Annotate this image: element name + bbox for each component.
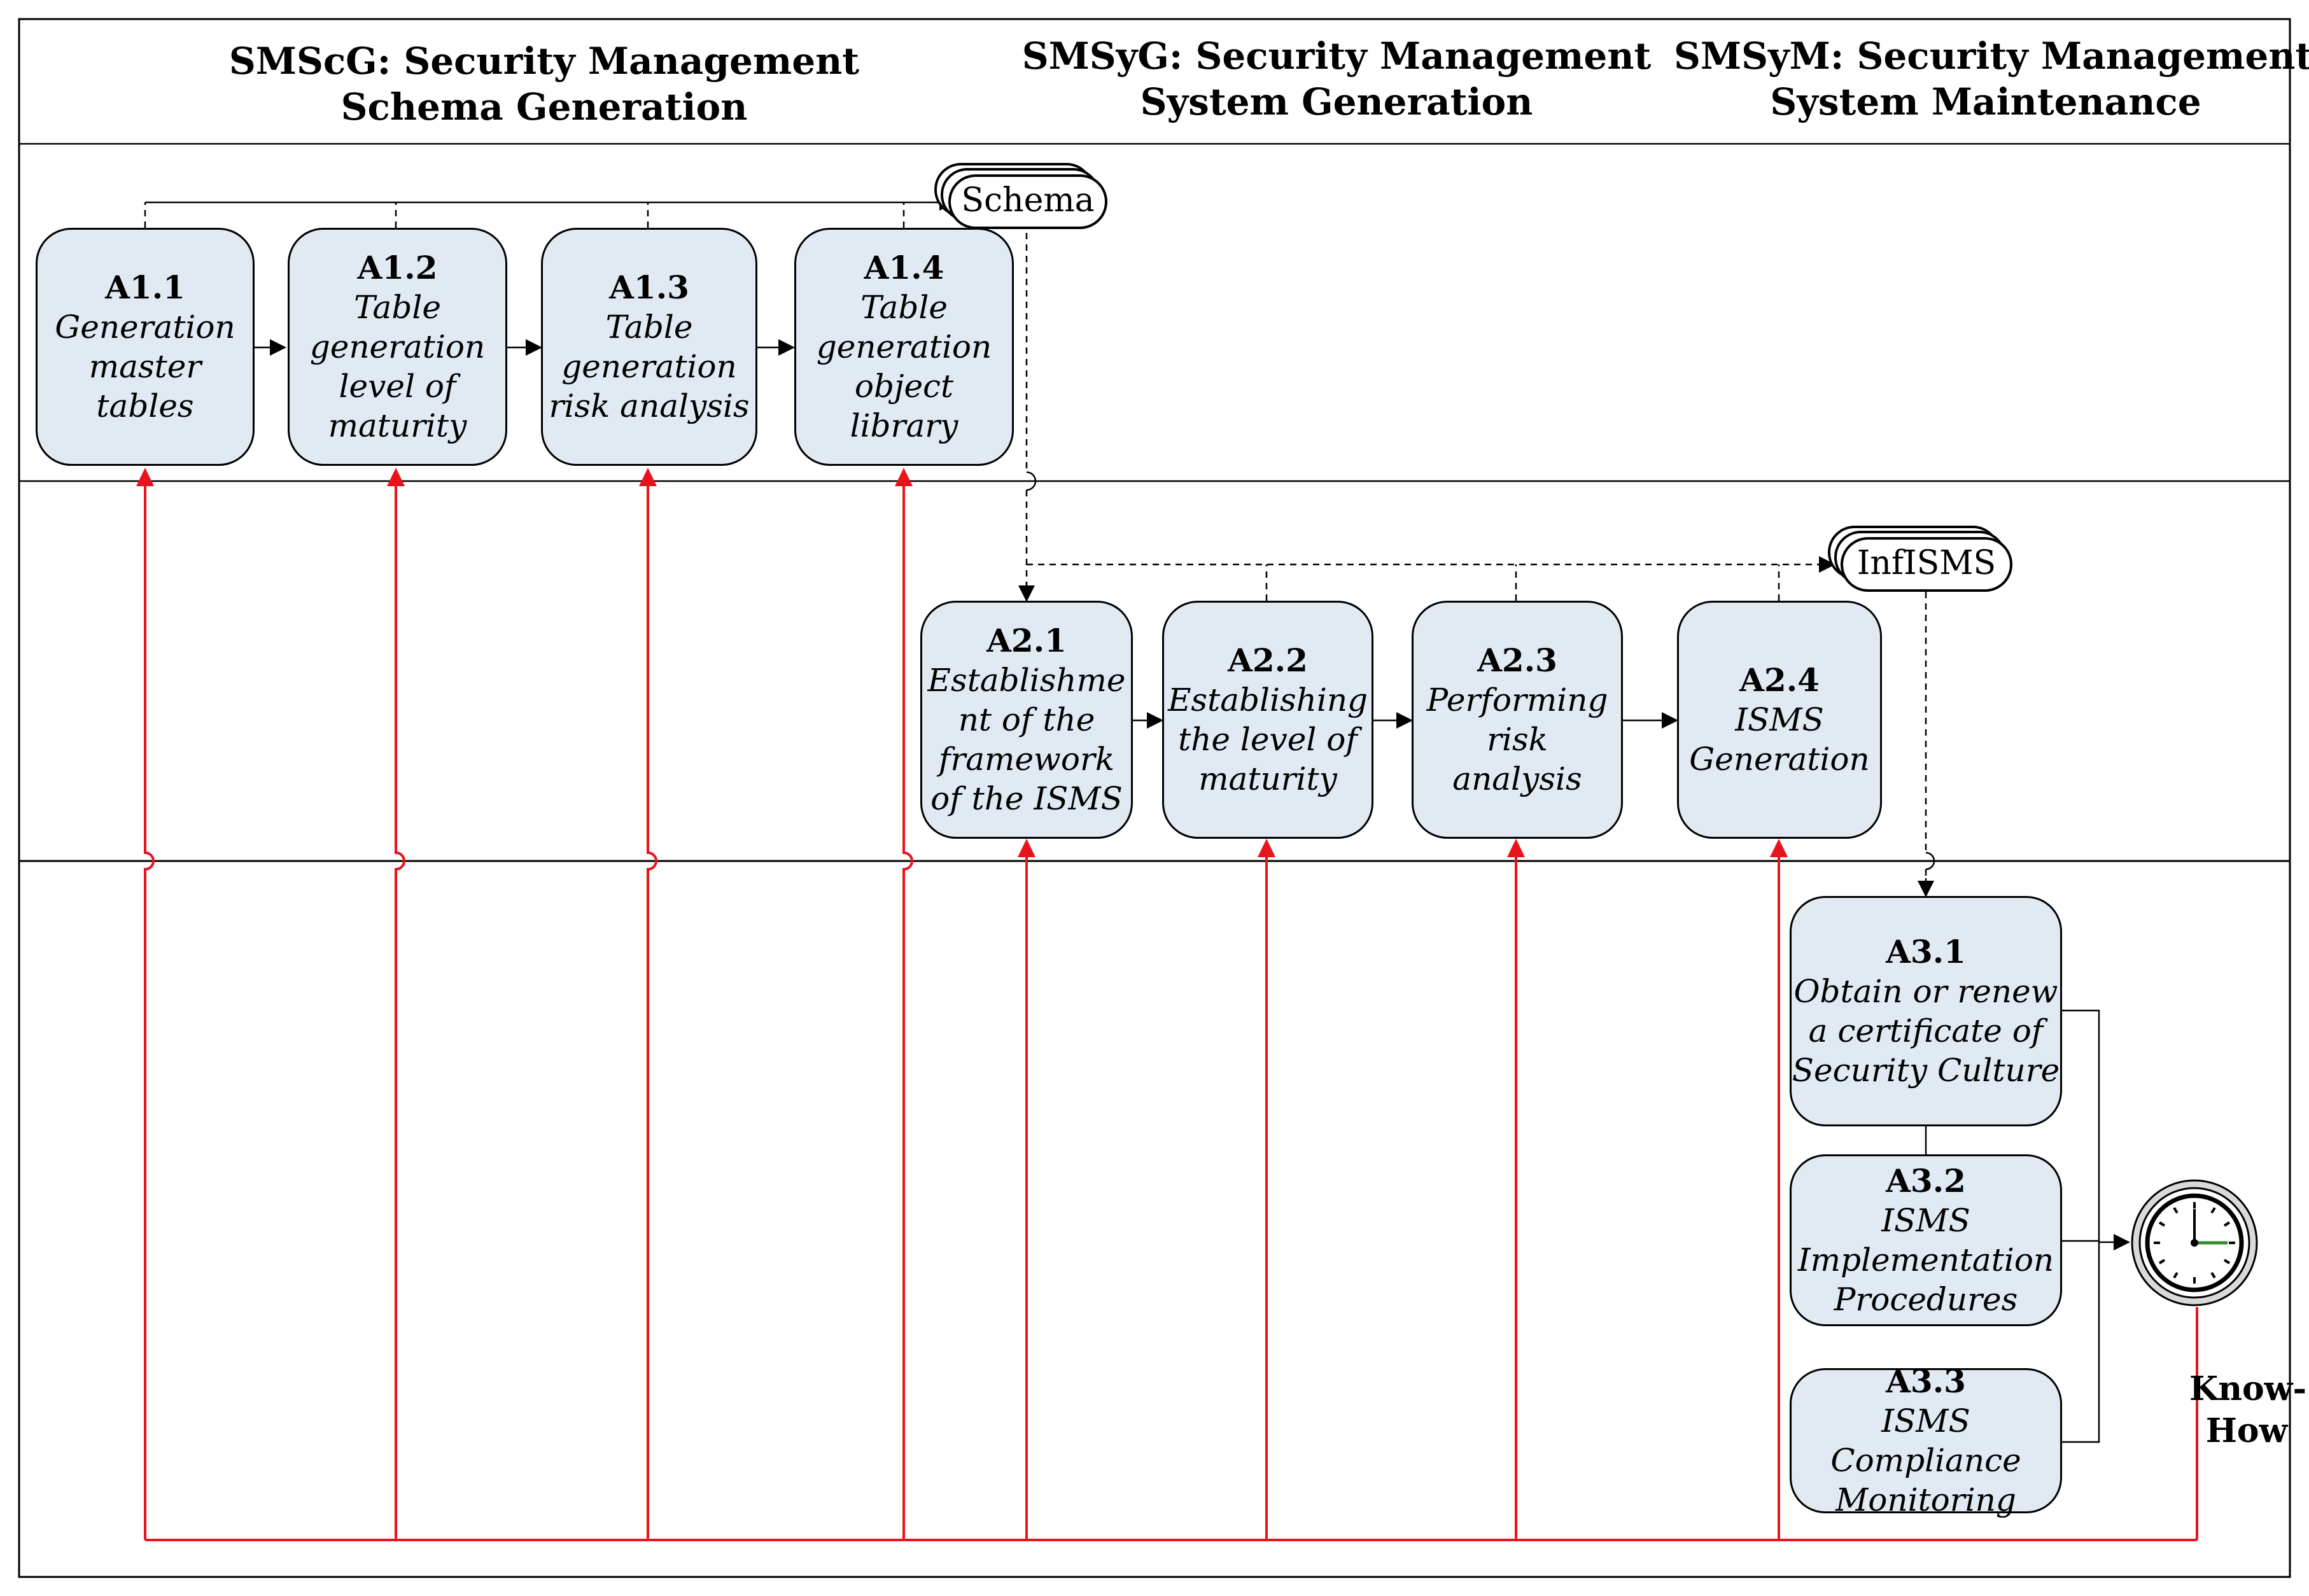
activity-a1-1-line: tables (96, 388, 194, 424)
diagram-frame (18, 18, 2291, 1578)
activity-a1-1[interactable]: A1.1 Generation master tables (36, 228, 255, 466)
activity-a3-1[interactable]: A3.1 Obtain or renew a certificate of Se… (1790, 896, 2062, 1126)
lane-header-smsym-line1: SMSyM: Security Management (1674, 34, 2309, 78)
activity-a2-4-line: Generation (1689, 741, 1870, 778)
lane-header-smsym: SMSyM: Security Management System Mainte… (1674, 33, 2309, 125)
lane3-connectors (1925, 1009, 2100, 1443)
activity-a2-2-line: the level of (1178, 721, 1358, 758)
activity-a3-2[interactable]: A3.2 ISMS Implementation Procedures (1790, 1154, 2062, 1326)
activity-a3-3-code: A3.3 (1886, 1362, 1966, 1400)
activity-a1-2-line: level of (339, 368, 456, 405)
activity-a1-2[interactable]: A1.2 Table generation level of maturity (288, 228, 507, 466)
activity-a2-3-line: risk (1487, 721, 1548, 758)
activity-a2-3[interactable]: A2.3 Performing risk analysis (1412, 601, 1623, 839)
know-how-label: Know- How (2189, 1368, 2307, 1452)
infisms-to-a31-hop (1925, 851, 1935, 871)
activity-a3-3[interactable]: A3.3 ISMS Compliance Monitoring (1790, 1362, 2062, 1518)
activity-a2-4-line: ISMS (1735, 701, 1824, 738)
activity-a1-3-code: A1.3 (609, 269, 689, 306)
activity-a1-3-line: generation (561, 348, 737, 385)
activity-a2-1-code: A2.1 (986, 622, 1067, 659)
lane-header-smscg-line2: Schema Generation (340, 85, 748, 129)
activity-a3-3-line: Compliance (1830, 1442, 2021, 1479)
activity-a2-1-line: Establishme (927, 662, 1126, 699)
infisms-artifact: InfISMS (1841, 537, 2012, 592)
activity-a1-3-line: risk analysis (549, 388, 750, 424)
know-how-line1: Know- (2189, 1369, 2307, 1408)
activity-a1-4-line: library (850, 407, 958, 444)
activity-a3-1-line: a certificate of (1808, 1012, 2044, 1049)
activity-a2-3-code: A2.3 (1477, 641, 1557, 679)
activity-a2-2-line: maturity (1198, 760, 1337, 797)
activity-a2-4-code: A2.4 (1739, 661, 1820, 699)
know-how-line2: How (2205, 1411, 2288, 1450)
activity-a2-2-line: Establishing (1167, 682, 1368, 718)
schema-artifact: Schema (948, 174, 1107, 229)
infisms-dashed-links (1027, 563, 1827, 601)
activity-a3-3-line: Monitoring (1835, 1481, 2016, 1518)
schema-to-a21-hop (1026, 471, 1037, 491)
activity-a1-1-line: master (88, 348, 202, 385)
activity-a1-4[interactable]: A1.4 Table generation object library (794, 228, 1014, 466)
know-how-feedback (145, 1307, 2198, 1541)
activity-a1-1-line: Generation (55, 309, 235, 346)
activity-a1-4-line: generation (816, 328, 992, 365)
timer-icon (2131, 1179, 2258, 1306)
activity-a1-2-code: A1.2 (357, 249, 438, 286)
activity-a1-4-line: object (854, 368, 954, 405)
activity-a1-4-line: Table (860, 289, 948, 326)
activity-a2-1-line: of the ISMS (930, 780, 1123, 817)
activity-a2-1-line: framework (938, 741, 1115, 778)
activity-a3-2-code: A3.2 (1886, 1162, 1966, 1200)
activity-a2-2-code: A2.2 (1228, 641, 1308, 679)
activity-a3-1-line: Obtain or renew (1793, 973, 2058, 1010)
schema-dashed-links (144, 202, 905, 228)
feedback-verticals (144, 474, 1780, 1540)
activity-a1-2-line: Table (354, 289, 441, 326)
activity-a3-1-code: A3.1 (1886, 933, 1966, 970)
lane-header-smsyg: SMSyG: Security Management System Genera… (1006, 33, 1667, 125)
activity-a1-3-line: Table (605, 309, 693, 346)
activity-a2-3-line: analysis (1452, 760, 1582, 797)
activity-a3-2-line: Procedures (1834, 1281, 2018, 1318)
activity-a2-3-line: Performing (1426, 682, 1608, 718)
activity-a3-2-line: ISMS (1881, 1202, 1970, 1239)
activity-a1-2-line: maturity (328, 407, 467, 444)
activity-a1-4-code: A1.4 (864, 249, 944, 286)
feedback-arrowheads (136, 468, 1788, 857)
activity-a1-2-line: generation (309, 328, 486, 365)
schema-artifact-label: Schema (961, 181, 1095, 220)
activity-a1-3[interactable]: A1.3 Table generation risk analysis (541, 228, 757, 466)
activity-a2-1[interactable]: A2.1 Establishme nt of the framework of … (920, 601, 1133, 839)
activity-a3-3-line: ISMS (1881, 1403, 1970, 1439)
lane-header-smscg-line1: SMScG: Security Management (228, 39, 860, 83)
activity-a2-2[interactable]: A2.2 Establishing the level of maturity (1162, 601, 1373, 839)
activity-a3-1-line: Security Culture (1792, 1052, 2060, 1089)
activity-a2-4[interactable]: A2.4 ISMS Generation (1677, 601, 1882, 839)
lane-header-smscg: SMScG: Security Management Schema Genera… (210, 38, 878, 130)
activity-a2-1-line: nt of the (958, 701, 1095, 738)
lane-header-smsyg-line2: System Generation (1140, 80, 1533, 123)
activity-a1-1-code: A1.1 (105, 269, 185, 306)
infisms-artifact-label: InfISMS (1856, 544, 1997, 582)
activity-a3-2-line: Implementation (1797, 1242, 2054, 1278)
lane-header-smsym-line2: System Maintenance (1770, 80, 2201, 123)
lane-header-smsyg-line1: SMSyG: Security Management (1021, 34, 1652, 78)
